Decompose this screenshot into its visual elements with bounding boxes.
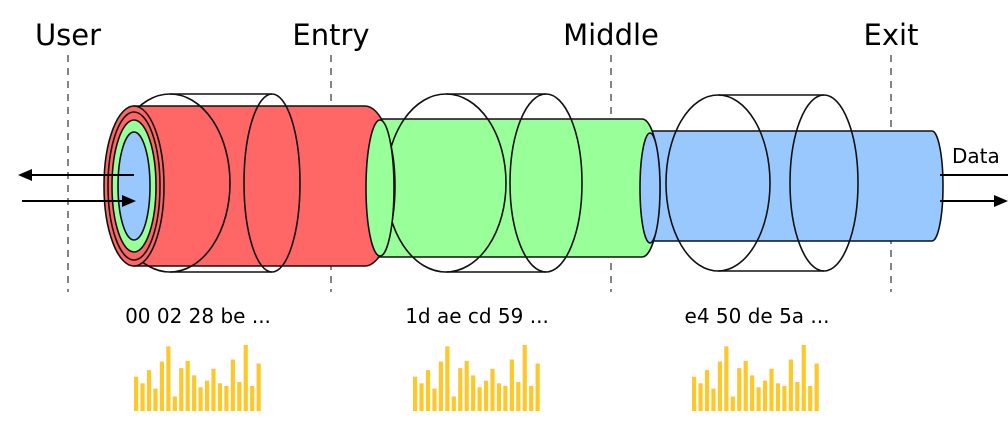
histogram-bar (762, 380, 768, 411)
tunnel-red-layer (103, 93, 396, 273)
histogram-bar (698, 383, 703, 411)
histogram-bar (808, 385, 813, 411)
histogram-bar (782, 385, 787, 411)
histogram-bar (438, 361, 443, 411)
byte-histogram-entry (134, 345, 261, 411)
arrow-in-head (122, 195, 136, 207)
onion-end-red-inner-ring (107, 111, 161, 261)
histogram-bar (750, 375, 755, 411)
bytes-label-entry: 00 02 28 be ... (125, 304, 271, 328)
histogram-bar (204, 380, 210, 411)
data-label: Data (952, 144, 1000, 168)
histogram-bar (185, 360, 190, 411)
data-arrow-head (994, 195, 1008, 207)
histogram-bar (724, 346, 729, 411)
histogram-bar (146, 370, 152, 411)
histogram-bar (451, 396, 456, 411)
histogram-bar (230, 359, 235, 411)
tunnel-red-end-cap (365, 119, 395, 257)
histogram-bar (237, 381, 242, 411)
histogram-bar (166, 346, 171, 411)
histogram-bar (419, 383, 424, 411)
node-label-entry: Entry (292, 18, 369, 52)
bytes-label-middle: 1d ae cd 59 ... (405, 304, 549, 328)
byte-histogram-exit (692, 345, 819, 411)
histogram-bar (490, 368, 495, 411)
histogram-bar (179, 368, 184, 411)
histogram-bar (140, 383, 145, 411)
histogram-bar (198, 387, 203, 411)
onion-end-blue (117, 131, 151, 241)
histogram-bar (445, 346, 450, 411)
histogram-bar (704, 370, 710, 411)
tunnel-blue-layer (651, 94, 944, 272)
histogram-bar (483, 380, 489, 411)
histogram-bar (769, 368, 774, 411)
histogram-bar (471, 375, 476, 411)
histogram-bar (159, 361, 164, 411)
histogram-bar (756, 387, 761, 411)
bytes-label-exit: e4 50 de 5a ... (685, 304, 830, 328)
histogram-bar (153, 388, 158, 411)
histogram-bar (172, 396, 177, 411)
node-label-middle: Middle (563, 18, 659, 52)
histogram-bar (801, 345, 806, 411)
tunnel-blue-body (651, 130, 944, 242)
histogram-bar (775, 383, 781, 411)
histogram-bar (464, 360, 469, 411)
histogram-bar (529, 385, 534, 411)
histogram-bar (192, 375, 197, 411)
histogram-bar (717, 361, 722, 411)
byte-histogram-middle (413, 345, 540, 411)
histogram-bar (737, 368, 742, 411)
histogram-bar (692, 376, 697, 411)
tunnel-green-end-cap (639, 132, 661, 244)
histogram-bar (509, 359, 514, 411)
histogram-bar (814, 363, 819, 411)
node-label-user: User (35, 18, 101, 52)
histogram-bar (477, 387, 482, 411)
histogram-bar (413, 376, 418, 411)
node-label-exit: Exit (864, 18, 919, 52)
histogram-bar (496, 383, 502, 411)
tunnel-green-layer (377, 93, 661, 273)
histogram-bar (224, 385, 229, 411)
histogram-bar (458, 368, 463, 411)
histogram-bar (243, 345, 248, 411)
tunnel-red-body (133, 105, 396, 267)
tunnel-green-body (377, 118, 661, 258)
histogram-bar (134, 376, 139, 411)
histogram-bar (211, 368, 216, 411)
histogram-bar (516, 381, 521, 411)
histogram-bar (711, 388, 716, 411)
histogram-bar (730, 396, 735, 411)
histogram-bar (788, 359, 793, 411)
histogram-bar (503, 385, 508, 411)
histogram-bar (432, 388, 437, 411)
arrow-out-head (18, 169, 32, 181)
histogram-bar (522, 345, 527, 411)
histogram-bar (795, 381, 800, 411)
histogram-bar (217, 383, 223, 411)
histogram-bar (250, 385, 255, 411)
histogram-bar (256, 363, 261, 411)
histogram-bar (425, 370, 431, 411)
histogram-bar (535, 363, 540, 411)
histogram-bar (743, 360, 748, 411)
